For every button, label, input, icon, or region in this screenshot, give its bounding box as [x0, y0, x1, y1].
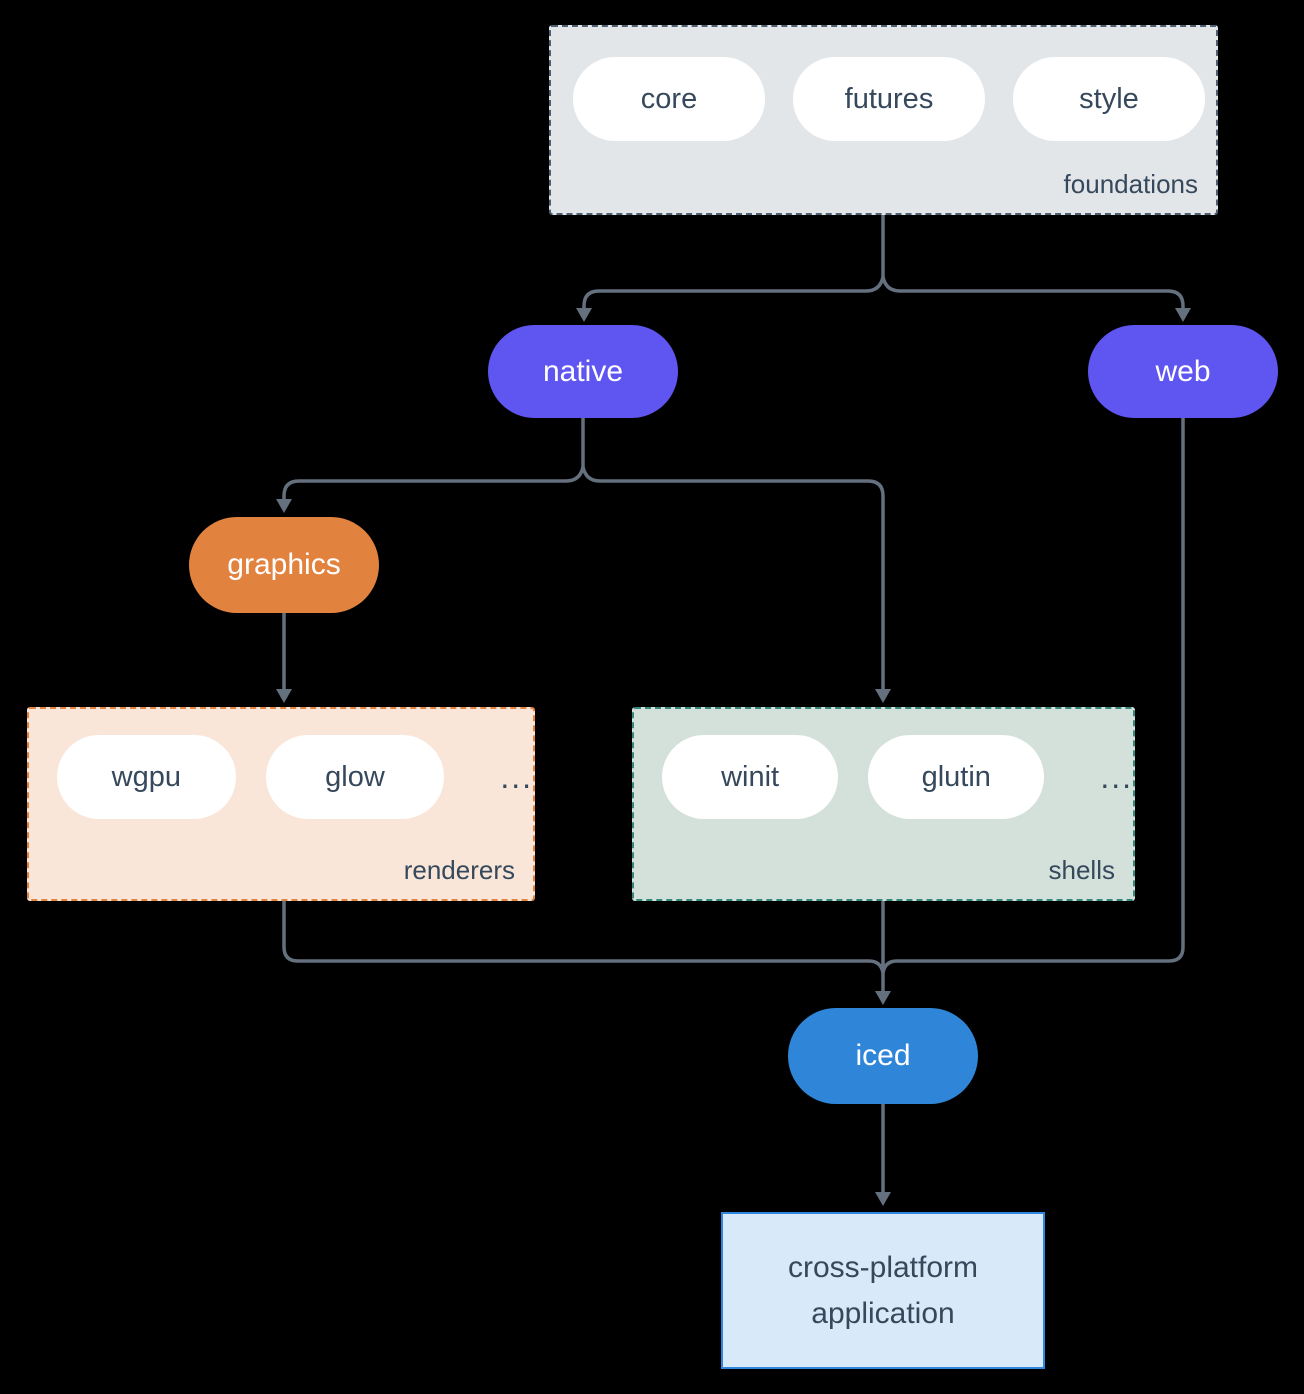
shells-label: shells — [1048, 855, 1115, 885]
shells-ellipsis: ... — [1100, 758, 1133, 795]
renderers-label: renderers — [403, 855, 515, 885]
shells-group: winit glutin ... shells — [632, 707, 1135, 901]
renderers-pill-row: wgpu glow ... — [29, 709, 533, 819]
renderers-group: wgpu glow ... renderers — [27, 707, 535, 901]
arrowhead-renderers — [276, 689, 292, 703]
arrowhead-web — [1175, 308, 1191, 322]
arrowhead-iced — [875, 991, 891, 1005]
edge-foundations-native — [582, 276, 885, 310]
arrowhead-shells — [875, 689, 891, 703]
node-futures: futures — [793, 57, 985, 141]
shells-pill-row: winit glutin ... — [634, 709, 1133, 819]
edge-renderers-merge — [282, 901, 885, 974]
node-glutin: glutin — [868, 735, 1045, 819]
node-wgpu: wgpu — [57, 735, 236, 819]
node-style: style — [1013, 57, 1205, 141]
node-cross-platform-application: cross-platform application — [721, 1212, 1045, 1369]
arrowhead-application — [875, 1192, 891, 1206]
application-label-line1: cross-platform — [787, 1250, 979, 1284]
node-graphics: graphics — [189, 517, 379, 613]
foundations-group: core futures style foundations — [549, 25, 1218, 215]
edge-native-graphics — [282, 466, 585, 500]
edge-foundations-web — [881, 276, 1185, 310]
foundations-label: foundations — [1063, 169, 1198, 199]
arrowhead-graphics — [276, 499, 292, 513]
renderers-ellipsis: ... — [500, 758, 533, 795]
node-glow: glow — [265, 735, 445, 819]
application-label-line2: application — [811, 1296, 955, 1330]
node-web: web — [1088, 325, 1278, 418]
arrowhead-native — [576, 308, 592, 322]
foundations-pill-row: core futures style — [551, 27, 1216, 141]
edge-native-shells — [581, 466, 885, 692]
node-core: core — [573, 57, 765, 141]
node-native: native — [488, 325, 678, 418]
node-iced: iced — [788, 1008, 978, 1104]
node-winit: winit — [662, 735, 839, 819]
